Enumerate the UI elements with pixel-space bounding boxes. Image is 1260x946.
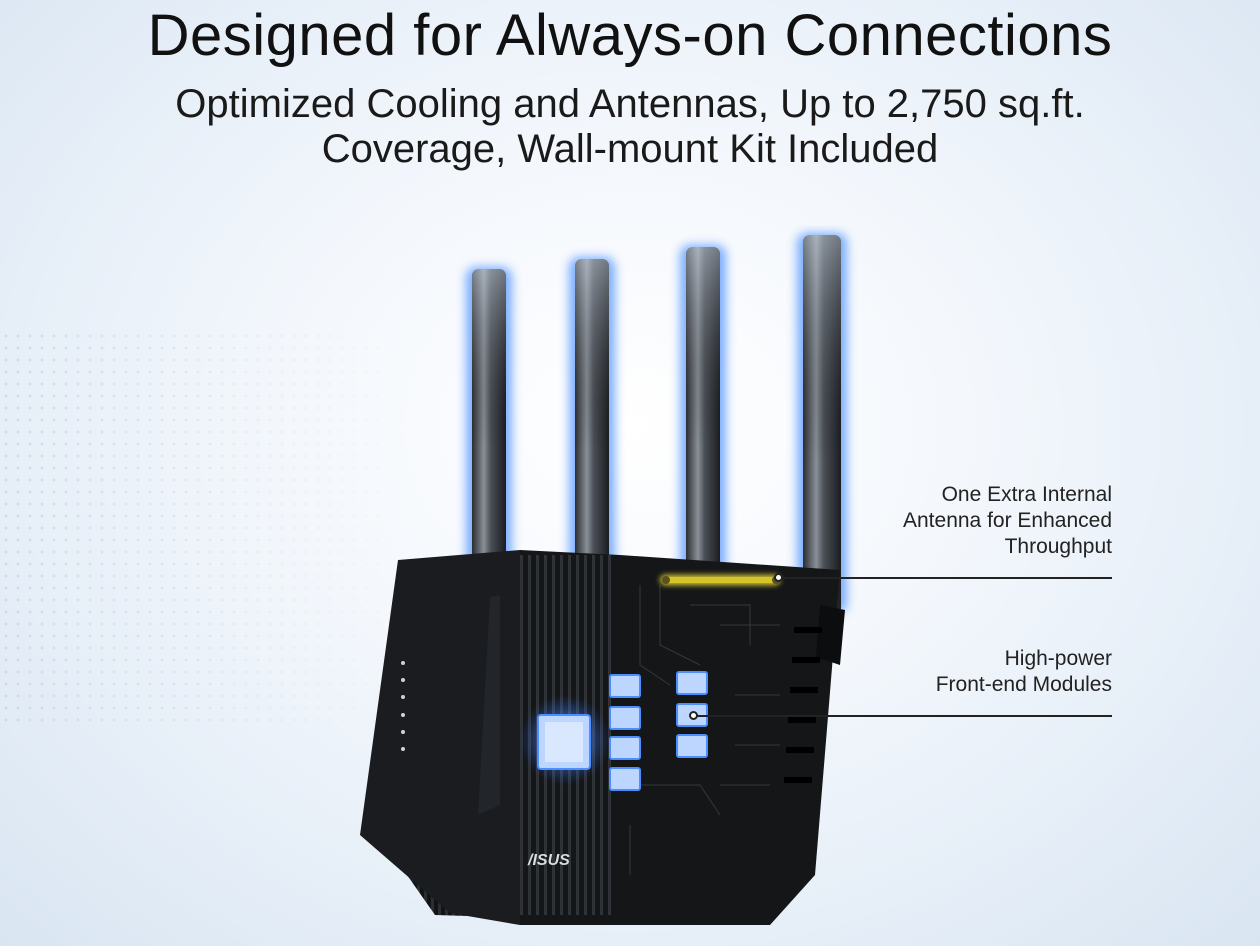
brand-logo: /ISUS: [527, 852, 570, 869]
background-dot-pattern: [0, 330, 420, 730]
callout-front-end-modules: High-power Front-end Modules: [936, 646, 1112, 698]
page-subtitle: Optimized Cooling and Antennas, Up to 2,…: [0, 82, 1260, 172]
callout-fem-line-2: Front-end Modules: [935, 673, 1112, 696]
antenna-1: [466, 267, 512, 569]
callout-antenna-line-3: Throughput: [1004, 535, 1112, 558]
antenna-4: [797, 233, 847, 615]
external-antennas: [466, 233, 847, 615]
router-illustration: /ISUS: [360, 233, 847, 925]
page-title: Designed for Always-on Connections: [147, 3, 1113, 68]
callout-antenna-leader-line: [778, 577, 1112, 579]
router-body: /ISUS: [360, 550, 845, 925]
callout-fem-leader-line: [693, 715, 1112, 717]
callout-antenna-marker: [774, 573, 783, 582]
callout-fem-line-1: High-power: [1004, 647, 1112, 670]
antenna-2: [569, 257, 615, 579]
callout-antenna-line-2: Antenna for Enhanced: [903, 509, 1112, 532]
callout-antenna-line-1: One Extra Internal: [941, 483, 1112, 506]
callout-fem-marker: [689, 711, 698, 720]
main-chip: [520, 695, 610, 785]
circuit-traces: [629, 585, 780, 875]
antenna-3: [680, 245, 726, 577]
side-vents: [784, 605, 845, 783]
front-end-modules: [609, 671, 708, 791]
subtitle-line-1: Optimized Cooling and Antennas, Up to 2,…: [175, 82, 1085, 126]
callout-internal-antenna: One Extra Internal Antenna for Enhanced …: [903, 482, 1112, 560]
status-leds: [401, 661, 405, 751]
subtitle-line-2: Coverage, Wall-mount Kit Included: [321, 127, 939, 171]
internal-antenna: [660, 575, 780, 585]
